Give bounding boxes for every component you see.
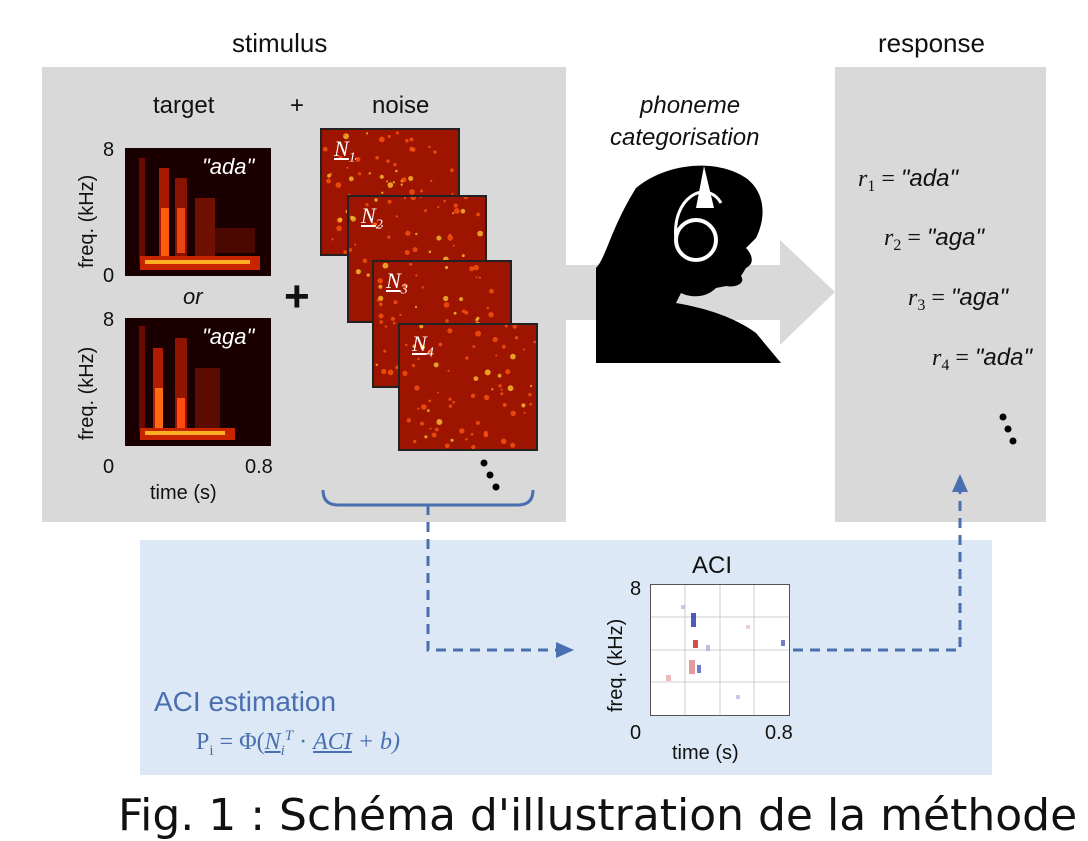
target-spectrogram-ada <box>125 148 271 276</box>
task-line2: categorisation <box>610 124 760 151</box>
response-panel <box>835 67 1046 522</box>
response-sub: 2 <box>893 237 902 254</box>
target-label: target <box>153 92 215 119</box>
aci-freq-max: 8 <box>630 578 642 600</box>
response-eq: = <box>875 166 901 192</box>
big-plus: + <box>284 272 310 321</box>
aci-title: ACI <box>692 552 733 579</box>
noise-label-item: N4 <box>412 331 434 361</box>
stimulus-header: stimulus <box>232 28 328 58</box>
plus-label: + <box>290 92 305 119</box>
response-value: "aga" <box>950 284 1008 311</box>
response-r: r <box>908 285 918 311</box>
response-sub: 4 <box>941 357 950 374</box>
aci-plot <box>650 584 790 716</box>
response-item: r4 = "ada" <box>932 344 1032 375</box>
noise-label-item: N2 <box>361 203 383 233</box>
formula-lhs: P <box>196 729 210 755</box>
freq-max-top: 8 <box>103 139 115 161</box>
formula-lhs-sub: i <box>209 742 214 759</box>
response-r: r <box>884 225 894 251</box>
target-ada-text: "ada" <box>202 154 255 179</box>
response-value: "aga" <box>926 224 984 251</box>
noise-spectrogram <box>398 323 538 451</box>
response-value: "ada" <box>900 165 958 192</box>
response-ellipsis <box>999 413 1017 445</box>
estimation-formula: Pi = Φ(NiT · ACI + b) <box>196 728 400 760</box>
aci-time-min: 0 <box>630 722 642 744</box>
time-min: 0 <box>103 456 115 478</box>
response-eq: = <box>925 285 951 311</box>
or-label: or <box>183 284 203 309</box>
noise-label-item: N3 <box>386 268 408 298</box>
freq-max-bottom: 8 <box>103 309 115 331</box>
response-sub: 1 <box>867 178 876 195</box>
formula-sup: T <box>284 728 294 744</box>
formula-end: + b) <box>351 729 400 755</box>
noise-sub: 1 <box>348 150 356 166</box>
target-aga-text: "aga" <box>202 324 255 349</box>
formula-dot: · <box>293 729 314 755</box>
response-item: r3 = "aga" <box>908 284 1008 315</box>
estimation-title: ACI estimation <box>154 686 337 717</box>
response-r: r <box>932 345 942 371</box>
listener-silhouette-icon <box>596 165 781 363</box>
time-axis-label: time (s) <box>150 482 217 504</box>
response-item: r1 = "ada" <box>858 165 958 196</box>
noise-sub: 3 <box>400 282 408 298</box>
noise-ellipsis <box>480 459 500 491</box>
formula-n: N <box>264 729 281 755</box>
response-eq: = <box>901 225 927 251</box>
figure-caption: Fig. 1 : Schéma d'illustration de la mét… <box>118 790 1078 841</box>
noise-letter: N <box>412 331 427 356</box>
noise-label-item: N1 <box>334 136 356 166</box>
formula-mid: = Φ( <box>213 729 265 755</box>
response-value: "ada" <box>974 344 1032 371</box>
response-r: r <box>858 166 868 192</box>
noise-letter: N <box>386 268 401 293</box>
noise-letter: N <box>334 136 349 161</box>
noise-letter: N <box>361 203 376 228</box>
noise-sub: 4 <box>426 345 434 361</box>
flow-connectors <box>321 474 968 658</box>
formula-aci: ACI <box>313 729 352 755</box>
response-header: response <box>878 28 985 58</box>
response-eq: = <box>949 345 975 371</box>
aci-time-axis: time (s) <box>672 742 739 764</box>
target-spectrogram-aga <box>125 318 271 446</box>
response-item: r2 = "aga" <box>884 224 984 255</box>
formula-n-sub: i <box>280 742 285 759</box>
noise-label: noise <box>372 92 430 119</box>
estimation-panel <box>140 540 992 775</box>
aci-time-max: 0.8 <box>765 722 793 744</box>
noise-sub: 2 <box>375 217 383 233</box>
task-line1: phoneme <box>640 92 741 119</box>
response-sub: 3 <box>917 297 926 314</box>
time-max: 0.8 <box>245 456 273 478</box>
freq-min-top: 0 <box>103 265 115 287</box>
aci-freq-axis: freq. (kHz) <box>605 618 627 712</box>
